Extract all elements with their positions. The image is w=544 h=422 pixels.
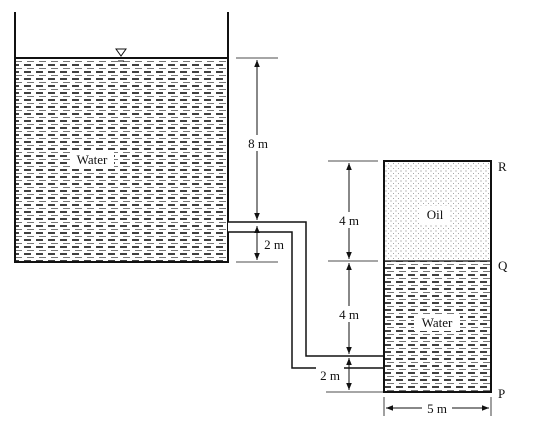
dimension-8m-label: 8 m [248,136,268,151]
dimension-2m-bottom-label: 2 m [320,368,340,383]
dimension-2m-left-label: 2 m [264,237,284,252]
left-tank-water [15,58,228,261]
dimension-4m-lower-label: 4 m [339,307,359,322]
right-tank: Oil Water [383,160,492,393]
left-tank-water-label: Water [77,152,108,167]
connecting-pipe [228,221,384,369]
dimension-2m-bottom: 2 m [316,358,384,393]
oil-label: Oil [427,207,444,222]
left-tank: Water [14,12,229,263]
point-p-label: P [498,386,505,401]
point-r-label: R [498,159,507,174]
dimension-4m-lower: 4 m [334,263,364,354]
point-q-label: Q [498,258,508,273]
dimension-5m-label: 5 m [427,401,447,416]
right-tank-water-label: Water [422,315,453,330]
dimension-2m-left: 2 m [236,226,287,263]
dimension-4m-upper-label: 4 m [339,213,359,228]
dimension-4m-upper: 4 m [328,160,378,262]
dimension-8m: 8 m [236,57,278,223]
free-surface-triangle-icon [115,48,127,62]
dimension-5m: 5 m [383,397,492,416]
